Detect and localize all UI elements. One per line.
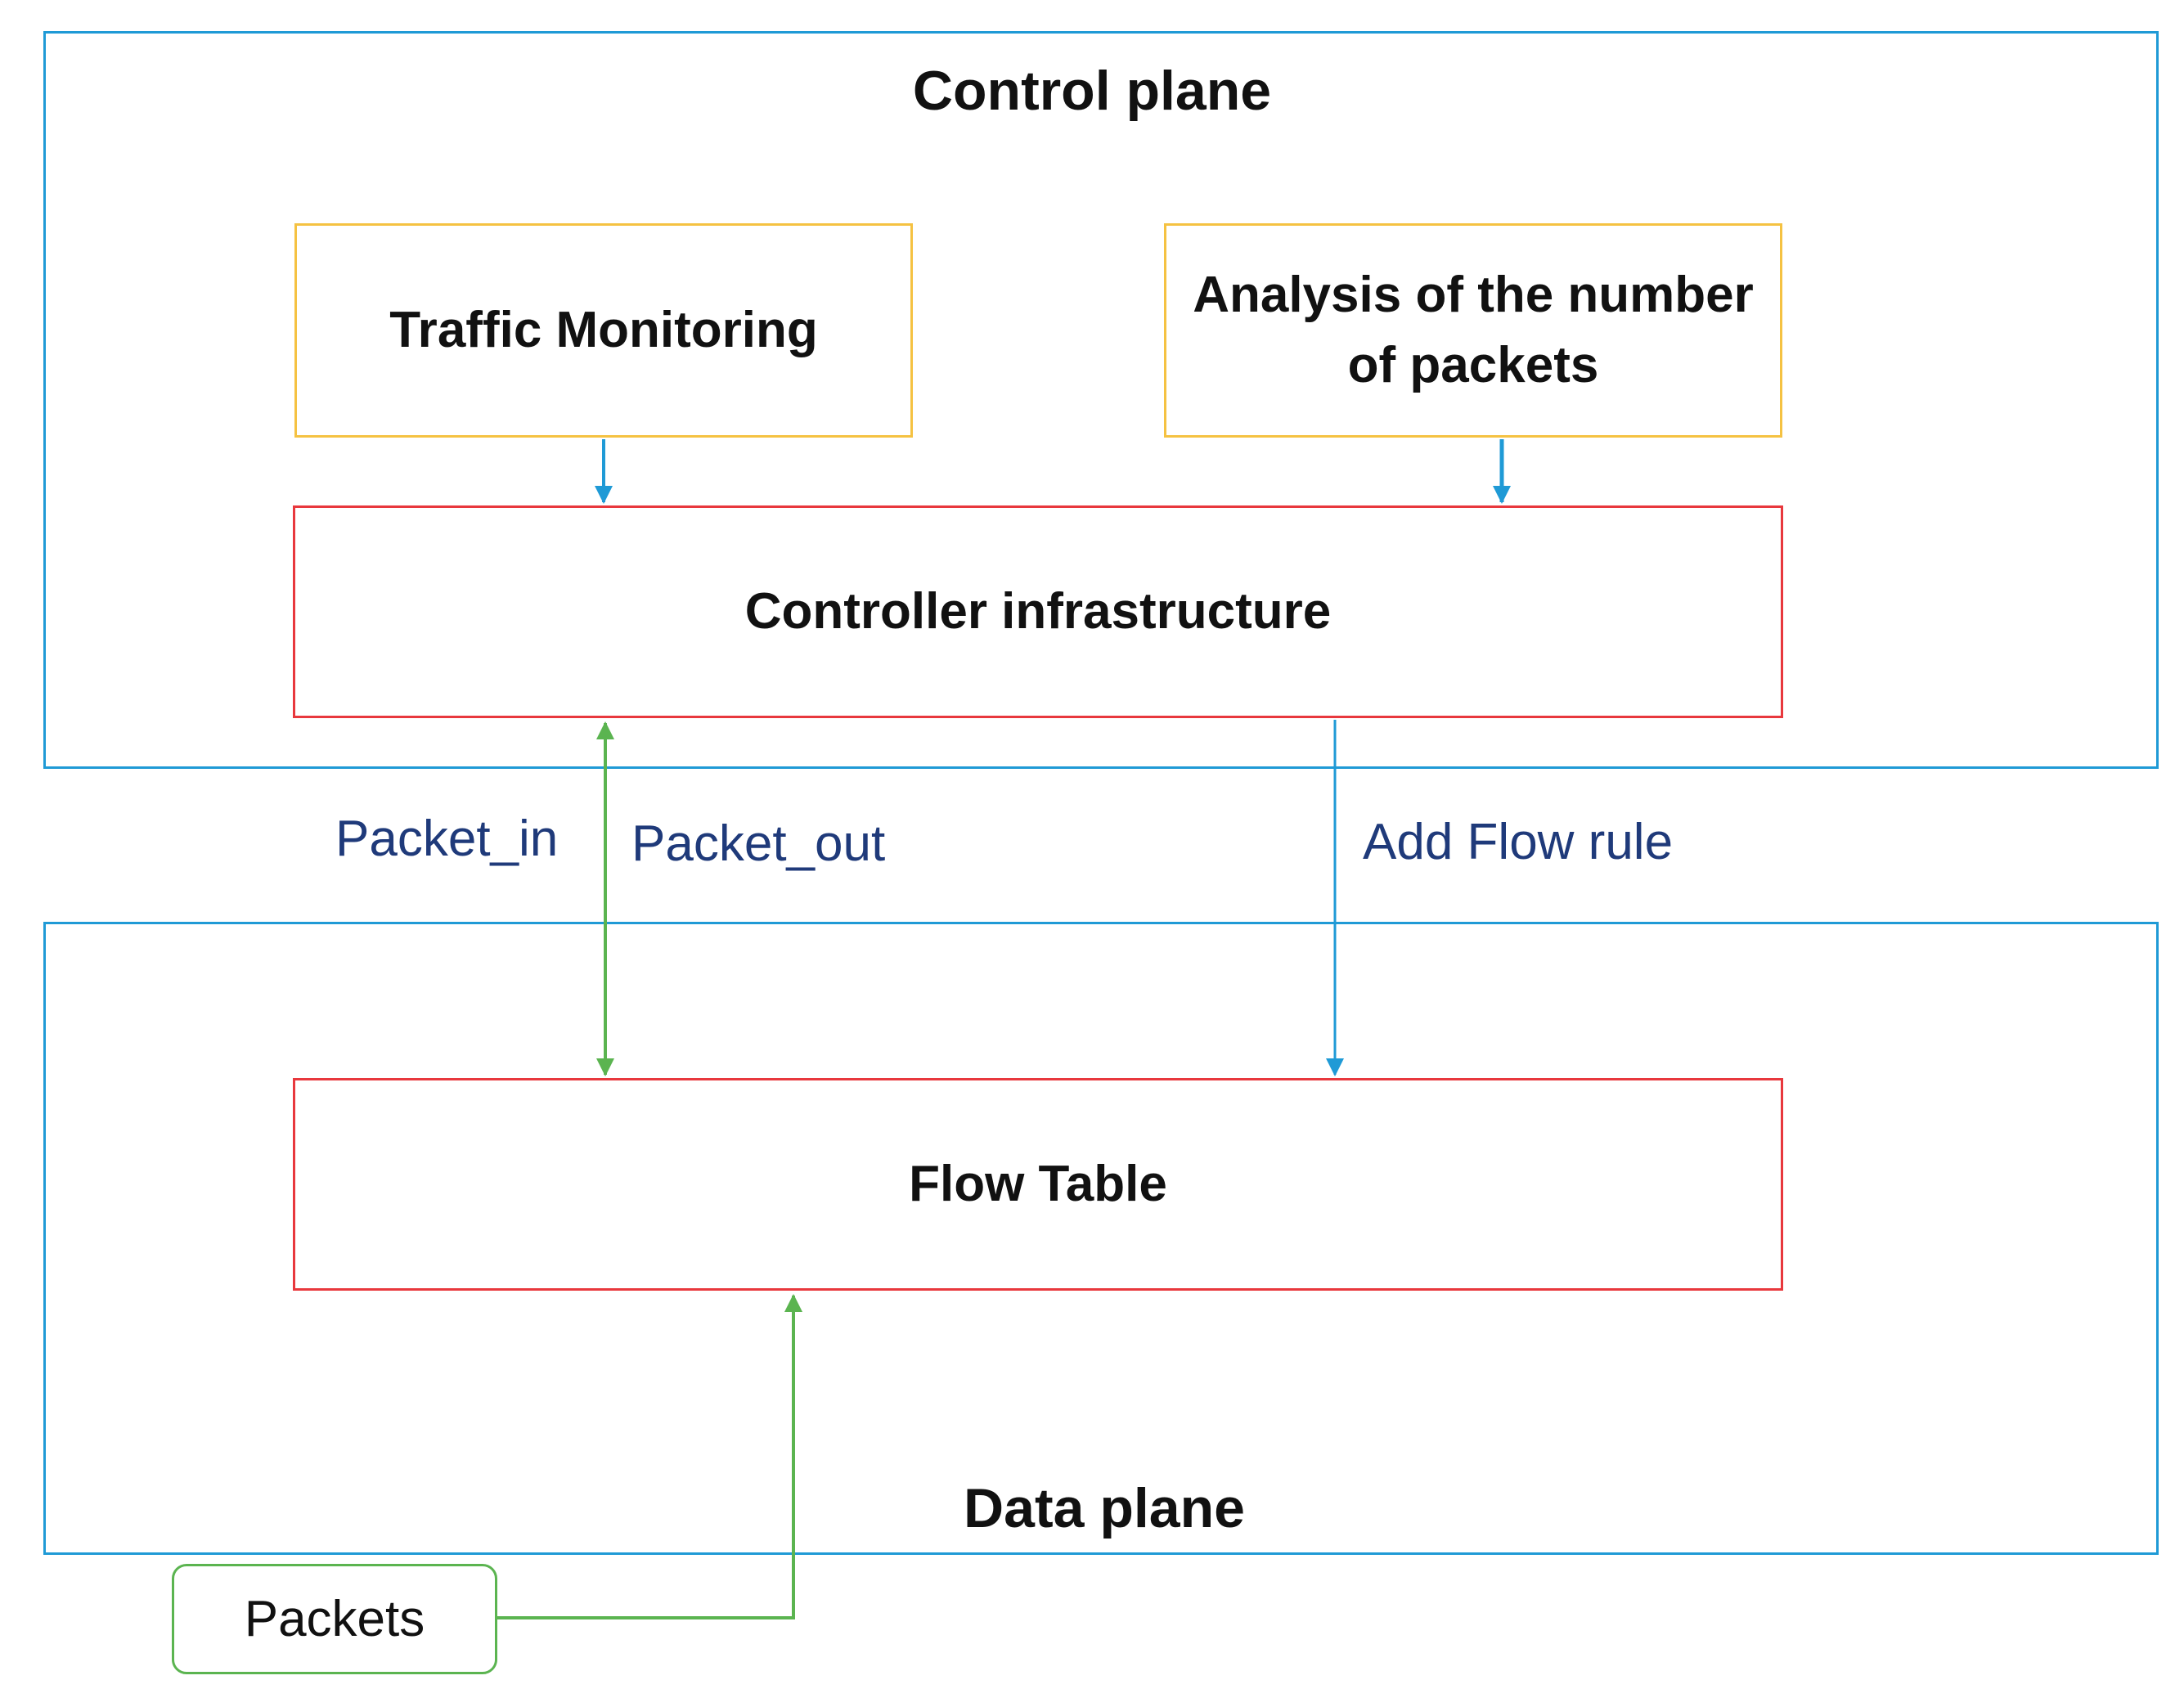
flow-table-label: Flow Table — [909, 1156, 1167, 1212]
add-flow-rule-label: Add Flow rule — [1363, 814, 1674, 870]
packet-out-label: Packet_out — [631, 815, 886, 872]
traffic-monitoring-label: Traffic Monitoring — [389, 302, 818, 358]
packets-source-box: Packets — [172, 1564, 497, 1674]
control-plane-box — [43, 31, 2159, 769]
data-plane-title: Data plane — [964, 1477, 1245, 1539]
packet-in-label: Packet_in — [335, 811, 559, 867]
packet-analysis-label-line2: of packets — [1347, 337, 1599, 393]
data-plane-box — [43, 922, 2159, 1555]
flow-table-box: Flow Table — [293, 1078, 1783, 1291]
packets-label: Packets — [244, 1591, 425, 1647]
controller-infrastructure-label: Controller infrastructure — [744, 583, 1332, 640]
packet-analysis-label-line1: Analysis of the number — [1193, 267, 1754, 323]
control-plane-title: Control plane — [912, 60, 1272, 122]
packet-analysis-box: Analysis of the number of packets — [1164, 223, 1782, 438]
controller-infrastructure-box: Controller infrastructure — [293, 505, 1783, 718]
traffic-monitoring-box: Traffic Monitoring — [294, 223, 913, 438]
packets-to-flow-table-arrow — [497, 1294, 802, 1619]
